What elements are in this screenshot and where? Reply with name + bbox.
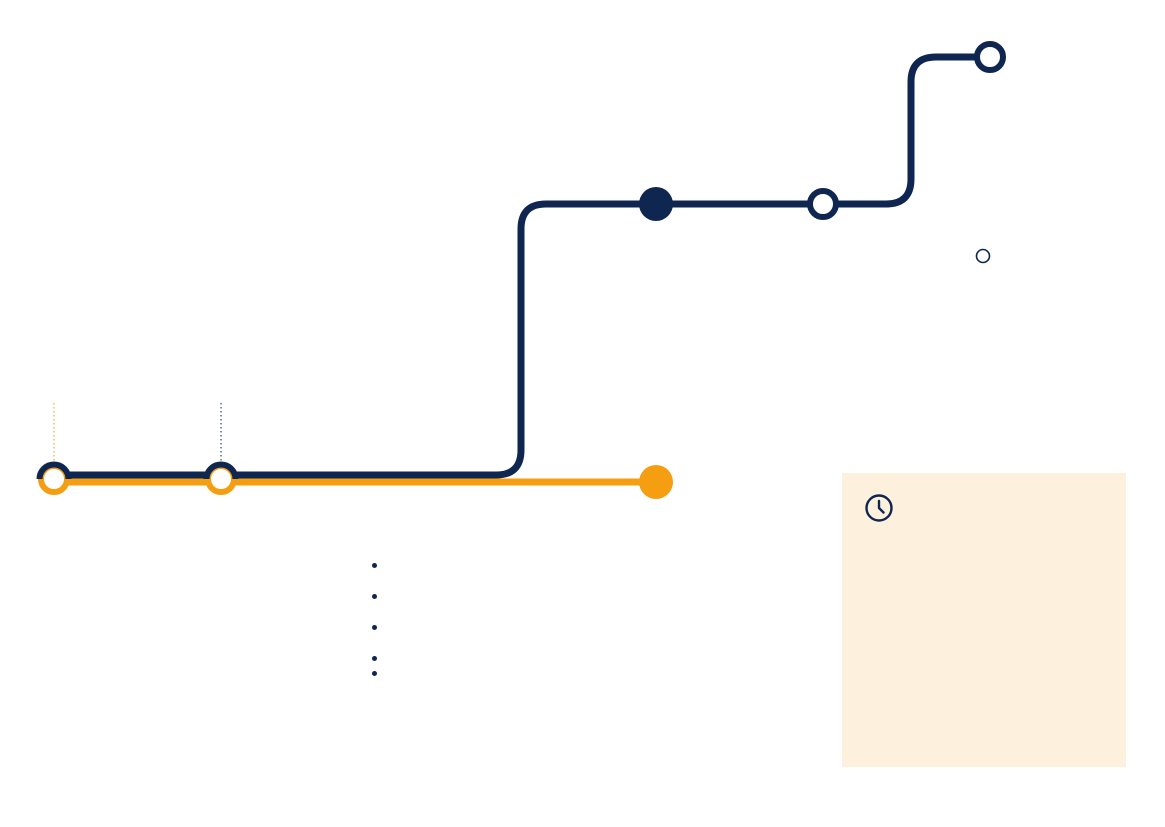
- list-item: [365, 618, 383, 649]
- station-orange-terminus[interactable]: [639, 465, 673, 499]
- list-item: [365, 556, 383, 587]
- station-navy-terminus[interactable]: [974, 41, 1006, 73]
- station-navy-stop[interactable]: [807, 188, 839, 220]
- station-interchange[interactable]: [203, 461, 239, 495]
- list-item: [365, 587, 383, 618]
- legend-station-marker: [975, 248, 991, 264]
- station-start[interactable]: [36, 461, 72, 495]
- station-navy-major[interactable]: [639, 187, 673, 221]
- bullet-list: [365, 556, 383, 695]
- clock-icon: [865, 494, 893, 522]
- info-panel: [842, 473, 1126, 767]
- navy-route-line: [50, 53, 994, 479]
- list-item: [365, 664, 383, 695]
- list-item: [365, 649, 383, 664]
